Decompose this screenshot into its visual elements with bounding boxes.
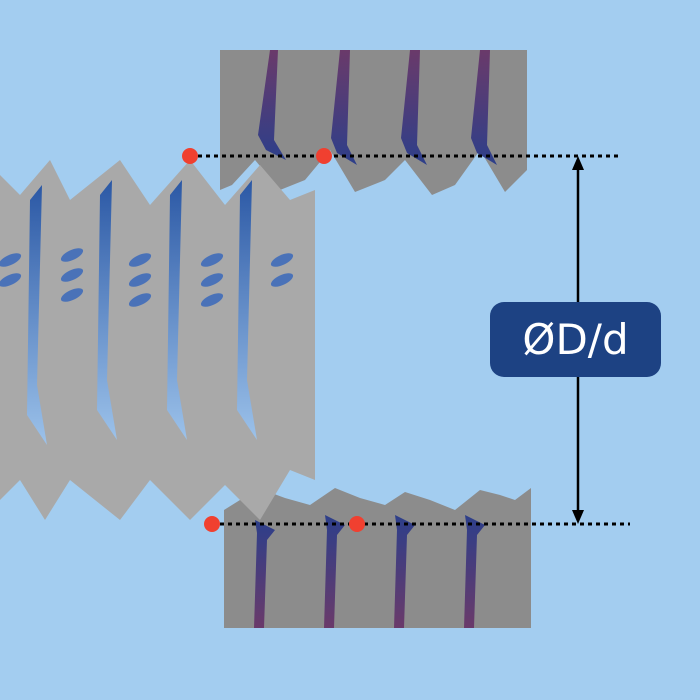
internal-thread-bottom (224, 488, 531, 628)
arrowhead-bottom-icon (572, 510, 584, 524)
marker-point (349, 516, 365, 532)
marker-point (182, 148, 198, 164)
arrowhead-top-icon (572, 156, 584, 170)
marker-point (204, 516, 220, 532)
diameter-label: ØD/d (490, 302, 661, 377)
marker-point (316, 148, 332, 164)
internal-thread-top (220, 50, 527, 195)
external-thread (0, 160, 315, 520)
